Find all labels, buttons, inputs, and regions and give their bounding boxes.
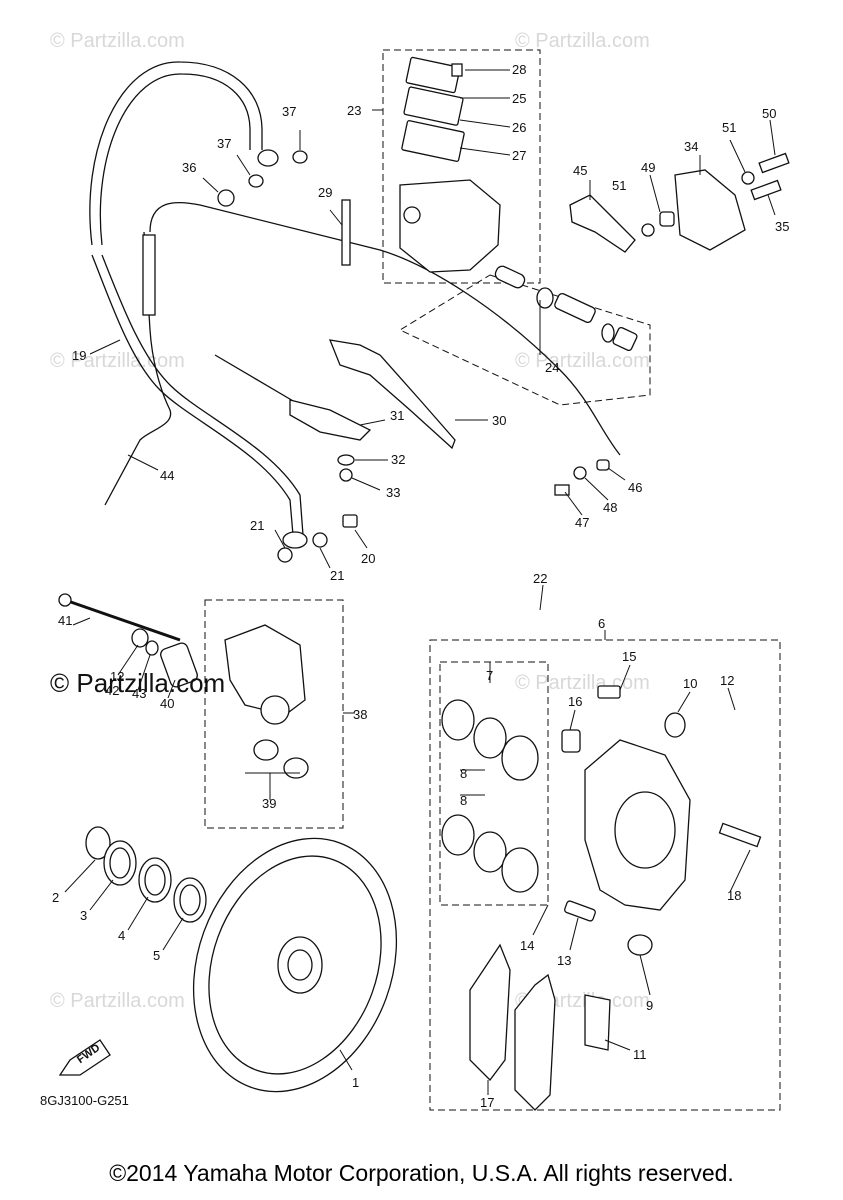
callout-20: 20 — [361, 551, 375, 566]
callout-42: 42 — [105, 683, 119, 698]
callout-30: 30 — [492, 413, 506, 428]
callout-37b: 37 — [217, 136, 231, 151]
callout-37: 37 — [282, 104, 296, 119]
callout-18: 18 — [727, 888, 741, 903]
callout-24: 24 — [545, 360, 559, 375]
levers — [289, 169, 746, 450]
fasteners — [217, 63, 790, 563]
brake-pads — [469, 943, 611, 1111]
callout-29: 29 — [318, 185, 332, 200]
diagram-code: 8GJ3100-G251 — [40, 1093, 129, 1108]
leader-lines — [64, 69, 776, 1095]
callout-5: 5 — [153, 948, 160, 963]
caliper-body — [561, 685, 762, 956]
callout-19: 19 — [72, 348, 86, 363]
callout-47: 47 — [575, 515, 589, 530]
fwd-arrow-icon: FWD — [58, 1039, 111, 1076]
watermark: © Partzilla.com — [50, 990, 185, 1012]
caliper-pistons — [441, 699, 539, 893]
callout-50: 50 — [762, 106, 776, 121]
callout-8b: 8 — [460, 793, 467, 808]
callout-4: 4 — [118, 928, 125, 943]
callout-39: 39 — [262, 796, 276, 811]
copyright-footer: ©2014 Yamaha Motor Corporation, U.S.A. A… — [109, 1160, 734, 1186]
cables — [104, 201, 621, 506]
callout-9: 9 — [646, 998, 653, 1013]
callout-41: 41 — [58, 613, 72, 628]
callout-25: 25 — [512, 91, 526, 106]
callout-35: 35 — [775, 219, 789, 234]
callout-45: 45 — [573, 163, 587, 178]
callout-2: 2 — [52, 890, 59, 905]
callout-46: 46 — [628, 480, 642, 495]
callout-17: 17 — [480, 1095, 494, 1110]
brake-disc — [85, 826, 398, 1093]
caliper-bracket — [58, 593, 309, 779]
callout-13: 13 — [557, 953, 571, 968]
callout-11: 11 — [633, 1047, 647, 1062]
callout-38: 38 — [353, 707, 367, 722]
callout-48: 48 — [603, 500, 617, 515]
watermark: © Partzilla.com — [515, 30, 650, 52]
callout-12b: 12 — [110, 669, 124, 684]
callout-31: 31 — [390, 408, 404, 423]
callout-22: 22 — [533, 571, 547, 586]
callout-51b: 51 — [612, 178, 626, 193]
group-boxes — [204, 49, 781, 1111]
callout-28: 28 — [512, 62, 526, 77]
callout-27: 27 — [512, 148, 526, 163]
callout-44: 44 — [160, 468, 174, 483]
callout-23: 23 — [347, 103, 361, 118]
callout-34: 34 — [684, 139, 698, 154]
callout-21b: 21 — [330, 568, 344, 583]
callout-51: 51 — [722, 120, 736, 135]
callout-3: 3 — [80, 908, 87, 923]
callout-36: 36 — [182, 160, 196, 175]
callout-33: 33 — [386, 485, 400, 500]
callout-15: 15 — [622, 649, 636, 664]
watermark: © Partzilla.com — [50, 30, 185, 52]
callout-43: 43 — [132, 686, 146, 701]
callout-26: 26 — [512, 120, 526, 135]
callout-12: 12 — [720, 673, 734, 688]
callout-49: 49 — [641, 160, 655, 175]
callout-10: 10 — [683, 676, 697, 691]
callout-8: 8 — [460, 766, 467, 781]
watermark: © Partzilla.com — [50, 350, 185, 372]
callout-1: 1 — [352, 1075, 359, 1090]
callout-32: 32 — [391, 452, 405, 467]
watermark: © Partzilla.com — [515, 350, 650, 372]
callout-40: 40 — [160, 696, 174, 711]
master-cylinder — [399, 56, 501, 273]
callout-7: 7 — [486, 668, 493, 683]
callout-21: 21 — [250, 518, 264, 533]
piston-kit — [494, 265, 638, 352]
callout-6: 6 — [598, 616, 605, 631]
callout-16: 16 — [568, 694, 582, 709]
callout-14: 14 — [520, 938, 534, 953]
brake-hose — [89, 61, 308, 549]
callout-labels: 1 2 3 4 5 6 7 8 8 9 10 11 12 12 13 14 15… — [52, 62, 789, 1110]
brand-watermark: © Partzilla.com — [50, 668, 226, 698]
